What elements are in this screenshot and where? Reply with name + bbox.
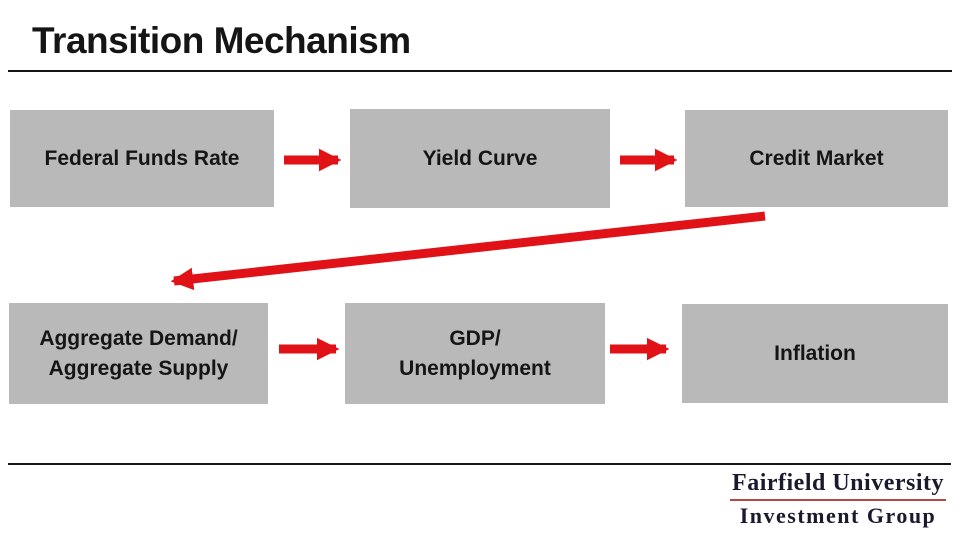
box-gdp-unemployment: GDP/ Unemployment xyxy=(345,303,605,404)
slide-title: Transition Mechanism xyxy=(32,20,411,61)
logo-line1: Fairfield University xyxy=(730,470,946,501)
footer-divider xyxy=(8,463,951,465)
box-label: Yield Curve xyxy=(422,146,538,170)
box-aggregate-demand-supply: Aggregate Demand/ Aggregate Supply xyxy=(9,303,268,404)
box-label: Inflation xyxy=(774,341,856,365)
box-credit-market: Credit Market xyxy=(685,110,948,207)
fairfield-university-investment-group-logo: Fairfield University Investment Group xyxy=(730,470,946,529)
arrow-credit-market-to-aggregate-demand-icon xyxy=(170,211,766,291)
title-underline xyxy=(8,70,952,72)
box-inflation: Inflation xyxy=(682,304,948,403)
box-label-line2: Unemployment xyxy=(399,356,551,380)
box-label-line2: Aggregate Supply xyxy=(48,356,229,380)
box-label: Federal Funds Rate xyxy=(44,146,240,170)
box-label: Credit Market xyxy=(749,146,884,170)
box-label-line1: Aggregate Demand/ xyxy=(39,326,238,350)
box-label-line1: GDP/ xyxy=(449,326,501,350)
box-federal-funds-rate: Federal Funds Rate xyxy=(10,110,274,207)
box-yield-curve: Yield Curve xyxy=(350,109,610,208)
logo-line2: Investment Group xyxy=(739,503,937,528)
